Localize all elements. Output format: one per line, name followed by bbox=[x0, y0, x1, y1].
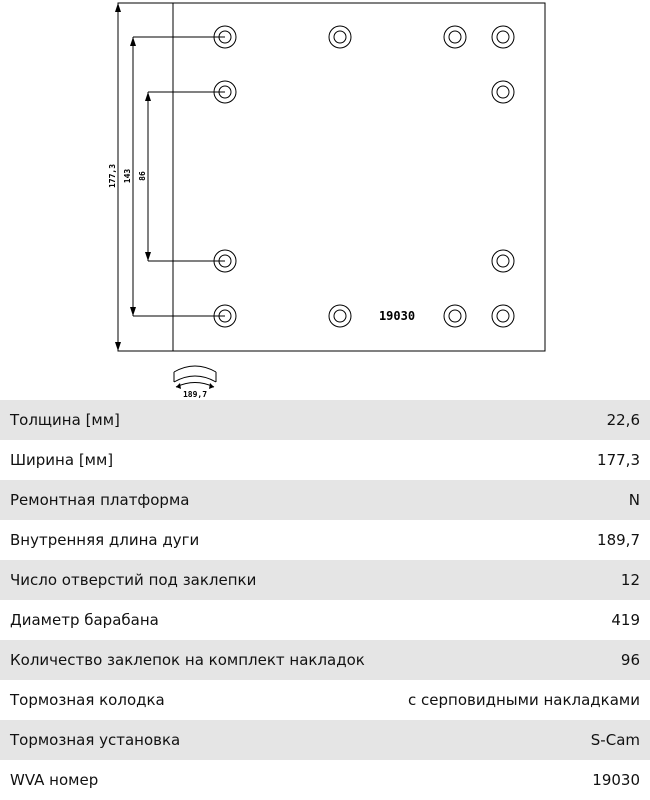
spec-row-wva-number: WVA номер 19030 bbox=[0, 760, 650, 800]
rivet-hole bbox=[491, 249, 515, 273]
dim-arrow bbox=[145, 252, 151, 261]
rivet-hole bbox=[328, 25, 352, 49]
spec-label: WVA номер bbox=[10, 771, 99, 789]
spec-row-rivet-holes: Число отверстий под заклепки 12 bbox=[0, 560, 650, 600]
rivet-hole bbox=[443, 25, 467, 49]
spec-row-brake-system: Тормозная установка S-Cam bbox=[0, 720, 650, 760]
spec-value: с серповидными накладками bbox=[408, 691, 640, 709]
dim-arrow bbox=[130, 307, 136, 316]
part-number-label: 19030 bbox=[379, 309, 415, 323]
rivet-hole bbox=[491, 25, 515, 49]
spec-label: Внутренняя длина дуги bbox=[10, 531, 200, 549]
spec-label: Ремонтная платформа bbox=[10, 491, 190, 509]
spec-row-repair-platform: Ремонтная платформа N bbox=[0, 480, 650, 520]
dim-arrow bbox=[130, 37, 136, 46]
lining-outline bbox=[117, 2, 546, 352]
rivet-hole bbox=[491, 304, 515, 328]
rivet-hole bbox=[213, 80, 237, 104]
spec-label: Число отверстий под заклепки bbox=[10, 571, 257, 589]
spec-row-arc-length: Внутренняя длина дуги 189,7 bbox=[0, 520, 650, 560]
dim-label-arc: 189,7 bbox=[183, 390, 207, 399]
spec-label: Количество заклепок на комплект накладок bbox=[10, 651, 365, 669]
spec-row-brake-shoe: Тормозная колодка с серповидными накладк… bbox=[0, 680, 650, 720]
dim-label-width: 177,3 bbox=[108, 164, 117, 188]
rivet-hole bbox=[491, 80, 515, 104]
spec-row-rivets-per-set: Количество заклепок на комплект накладок… bbox=[0, 640, 650, 680]
rivet-hole bbox=[328, 304, 352, 328]
spec-value: 96 bbox=[620, 651, 640, 669]
spec-value: 419 bbox=[611, 611, 640, 629]
technical-drawing-area: 177,3 143 86 19030 bbox=[108, 2, 546, 399]
spec-value: N bbox=[628, 491, 640, 509]
rivet-hole bbox=[213, 25, 237, 49]
dim-arrow bbox=[176, 383, 181, 389]
spec-value: S-Cam bbox=[590, 731, 640, 749]
spec-value: 189,7 bbox=[597, 531, 640, 549]
rivet-holes bbox=[213, 25, 515, 328]
spec-label: Толщина [мм] bbox=[10, 411, 120, 429]
spec-table: Толщина [мм] 22,6 Ширина [мм] 177,3 Ремо… bbox=[0, 400, 650, 800]
spec-row-thickness: Толщина [мм] 22,6 bbox=[0, 400, 650, 440]
spec-row-drum-diameter: Диаметр барабана 419 bbox=[0, 600, 650, 640]
dim-label-inner: 86 bbox=[138, 171, 147, 181]
dim-arrow bbox=[145, 92, 151, 101]
rivet-hole bbox=[213, 304, 237, 328]
dim-arrow bbox=[209, 383, 214, 389]
rivet-hole bbox=[443, 304, 467, 328]
spec-row-width: Ширина [мм] 177,3 bbox=[0, 440, 650, 480]
spec-value: 19030 bbox=[592, 771, 640, 789]
brake-lining-drawing: 177,3 143 86 19030 bbox=[108, 2, 546, 399]
arc-profile bbox=[173, 365, 217, 388]
rivet-hole bbox=[213, 249, 237, 273]
spec-value: 12 bbox=[620, 571, 640, 589]
dim-arrow bbox=[115, 3, 121, 12]
spec-value: 177,3 bbox=[597, 451, 640, 469]
spec-label: Ширина [мм] bbox=[10, 451, 114, 469]
dim-label-outer: 143 bbox=[123, 169, 132, 184]
spec-label: Тормозная колодка bbox=[10, 691, 165, 709]
dim-arrow bbox=[115, 342, 121, 351]
spec-value: 22,6 bbox=[606, 411, 640, 429]
spec-label: Тормозная установка bbox=[10, 731, 181, 749]
spec-label: Диаметр барабана bbox=[10, 611, 159, 629]
